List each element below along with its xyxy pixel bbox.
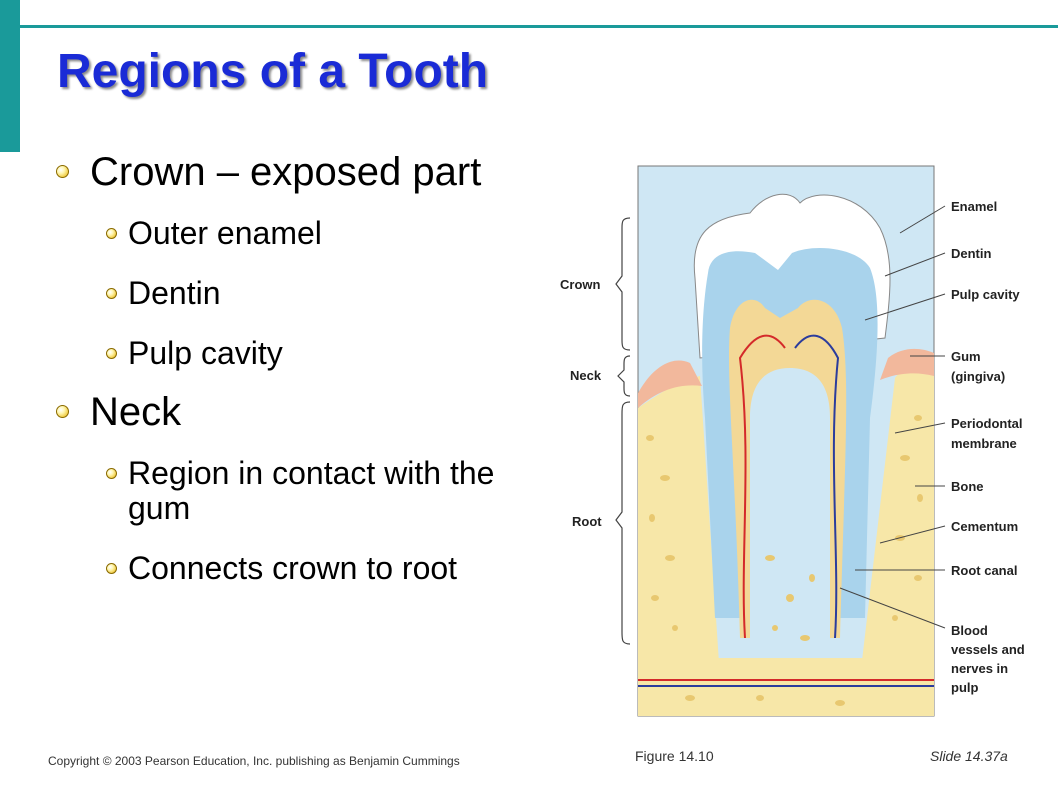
bullet-dot-icon <box>106 563 117 574</box>
pointer-dentin <box>884 252 946 277</box>
bone-left <box>638 376 720 678</box>
sub-bullet-text: Outer enamel <box>128 215 322 251</box>
accent-bar-left <box>0 0 20 152</box>
pointer-pulp <box>864 293 946 321</box>
pulp-cavity <box>729 299 847 638</box>
sub-bullet-enamel: Outer enamel <box>56 216 536 251</box>
bullet-crown: Crown – exposed part <box>56 150 536 194</box>
footer-figure-number: Figure 14.10 <box>635 748 714 764</box>
bullet-dot-icon <box>56 405 69 418</box>
footer-copyright: Copyright © 2003 Pearson Education, Inc.… <box>48 754 460 768</box>
bullet-dot-icon <box>56 165 69 178</box>
sub-bullet-text: Region in contact with the gum <box>128 455 495 526</box>
bullet-dot-icon <box>106 228 117 239</box>
label-neck: Neck <box>570 368 602 383</box>
label-cementum: Cementum <box>951 519 1018 534</box>
bullet-neck: Neck <box>56 390 536 434</box>
sub-bullet-dentin: Dentin <box>56 276 536 311</box>
braces <box>615 217 631 645</box>
label-dentin: Dentin <box>951 246 992 261</box>
sub-bullet-text: Connects crown to root <box>128 550 458 586</box>
pointer-blood <box>839 587 946 629</box>
label-membrane: membrane <box>951 436 1017 451</box>
tooth-diagram: Crown Neck Root Enamel Dentin Pulp cavit… <box>560 165 1025 717</box>
sub-bullet-text: Dentin <box>128 275 221 311</box>
label-gingiva: (gingiva) <box>951 369 1005 384</box>
sub-bullet-region: Region in contact with the gum <box>56 456 536 526</box>
vein <box>794 334 840 639</box>
label-periodontal: Periodontal <box>951 416 1023 431</box>
slide-title: Regions of a Tooth <box>57 45 489 98</box>
label-blood: Blood <box>951 623 988 638</box>
gum-right <box>880 348 934 380</box>
bullet-dot-icon <box>106 288 117 299</box>
bullet-list: Crown – exposed part Outer enamel Dentin… <box>56 150 536 586</box>
label-bone: Bone <box>951 479 984 494</box>
sub-bullet-text: Pulp cavity <box>128 335 283 371</box>
label-pulp-cavity: Pulp cavity <box>951 287 1020 302</box>
label-crown: Crown <box>560 277 601 292</box>
sub-bullet-connects: Connects crown to root <box>56 551 536 586</box>
label-gum: Gum <box>951 349 981 364</box>
pointer-lines <box>839 205 946 629</box>
pointer-periodontal <box>894 422 946 434</box>
label-pulp: pulp <box>951 680 978 695</box>
label-nerves: nerves in <box>951 661 1008 676</box>
artery <box>738 334 786 639</box>
crown-brace <box>615 217 631 351</box>
label-root: Root <box>572 514 602 529</box>
gum-left <box>638 360 702 408</box>
accent-line-top <box>20 25 1058 28</box>
label-enamel: Enamel <box>951 199 997 214</box>
label-root-canal: Root canal <box>951 563 1017 578</box>
bullet-dot-icon <box>106 348 117 359</box>
bone-right <box>860 370 934 678</box>
pointer-cementum <box>879 525 946 544</box>
bullet-text: Crown – exposed part <box>90 150 482 194</box>
neck-brace <box>617 355 631 397</box>
bullet-text: Neck <box>90 390 182 434</box>
footer-slide-number: Slide 14.37a <box>930 748 1008 764</box>
bone-texture <box>646 415 923 706</box>
bullet-dot-icon <box>106 468 117 479</box>
label-vessels: vessels and <box>951 642 1025 657</box>
sub-bullet-pulp: Pulp cavity <box>56 336 536 371</box>
root-brace <box>615 401 631 645</box>
pointer-enamel <box>899 205 946 234</box>
